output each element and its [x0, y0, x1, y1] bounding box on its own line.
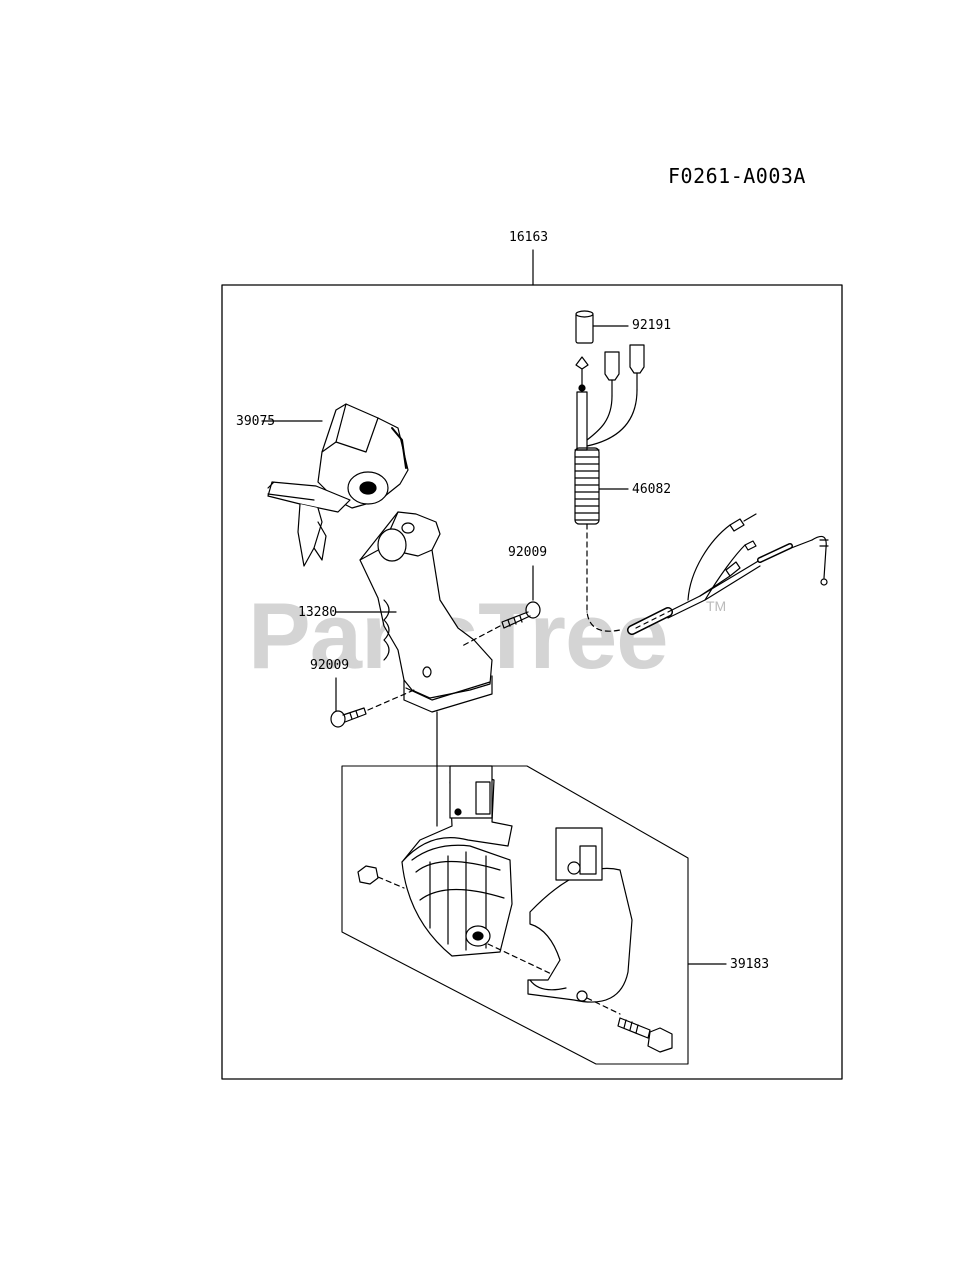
page-code: F0261-A003A [668, 164, 806, 188]
screw-upper-92009 [461, 565, 541, 647]
part-label-46082: 46082 [632, 482, 672, 497]
part-label-39075: 39075 [236, 414, 276, 429]
clamp-subassembly-boundary [341, 765, 689, 1065]
clamp-holder-39183 [357, 765, 673, 1053]
part-label-13280: 13280 [298, 605, 338, 620]
part-label-92191: 92191 [632, 318, 672, 333]
assembly-frame [221, 284, 843, 1080]
screw-lower-92009 [330, 677, 415, 728]
part-label-39183: 39183 [730, 957, 770, 972]
wire-harness-46082 [574, 344, 829, 635]
grip-handle-13280 [335, 511, 493, 827]
throttle-lever-39075 [261, 403, 409, 567]
part-label-16163: 16163 [509, 230, 549, 245]
trademark-mark: TM [706, 598, 727, 614]
cap-part-92191 [575, 310, 629, 344]
part-label-92009-lower: 92009 [310, 658, 350, 673]
part-label-92009-upper: 92009 [508, 545, 548, 560]
